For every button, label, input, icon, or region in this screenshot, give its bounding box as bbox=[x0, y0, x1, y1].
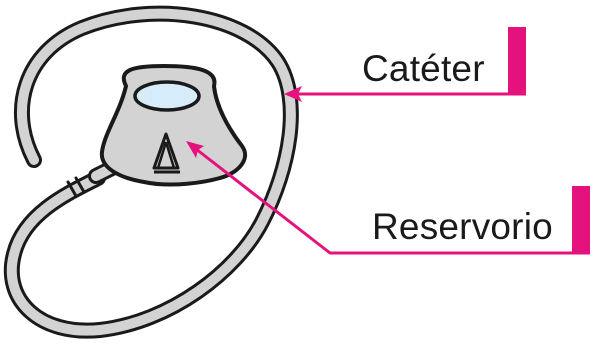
triangle-icon bbox=[152, 132, 180, 174]
septum-window bbox=[133, 80, 201, 112]
catheter-callout bbox=[284, 27, 526, 102]
reservoir-arrowhead bbox=[186, 141, 204, 158]
reservoir-port bbox=[99, 64, 248, 187]
reservoir-callout bbox=[186, 141, 590, 255]
catheter-label: Catéter bbox=[362, 48, 485, 89]
catheter-arrowhead bbox=[284, 86, 302, 102]
catheter-tube bbox=[3, 5, 299, 339]
reservoir-label: Reservorio bbox=[372, 206, 553, 247]
reservoir-callout-bar bbox=[572, 186, 590, 254]
catheter-callout-bar bbox=[508, 27, 526, 95]
